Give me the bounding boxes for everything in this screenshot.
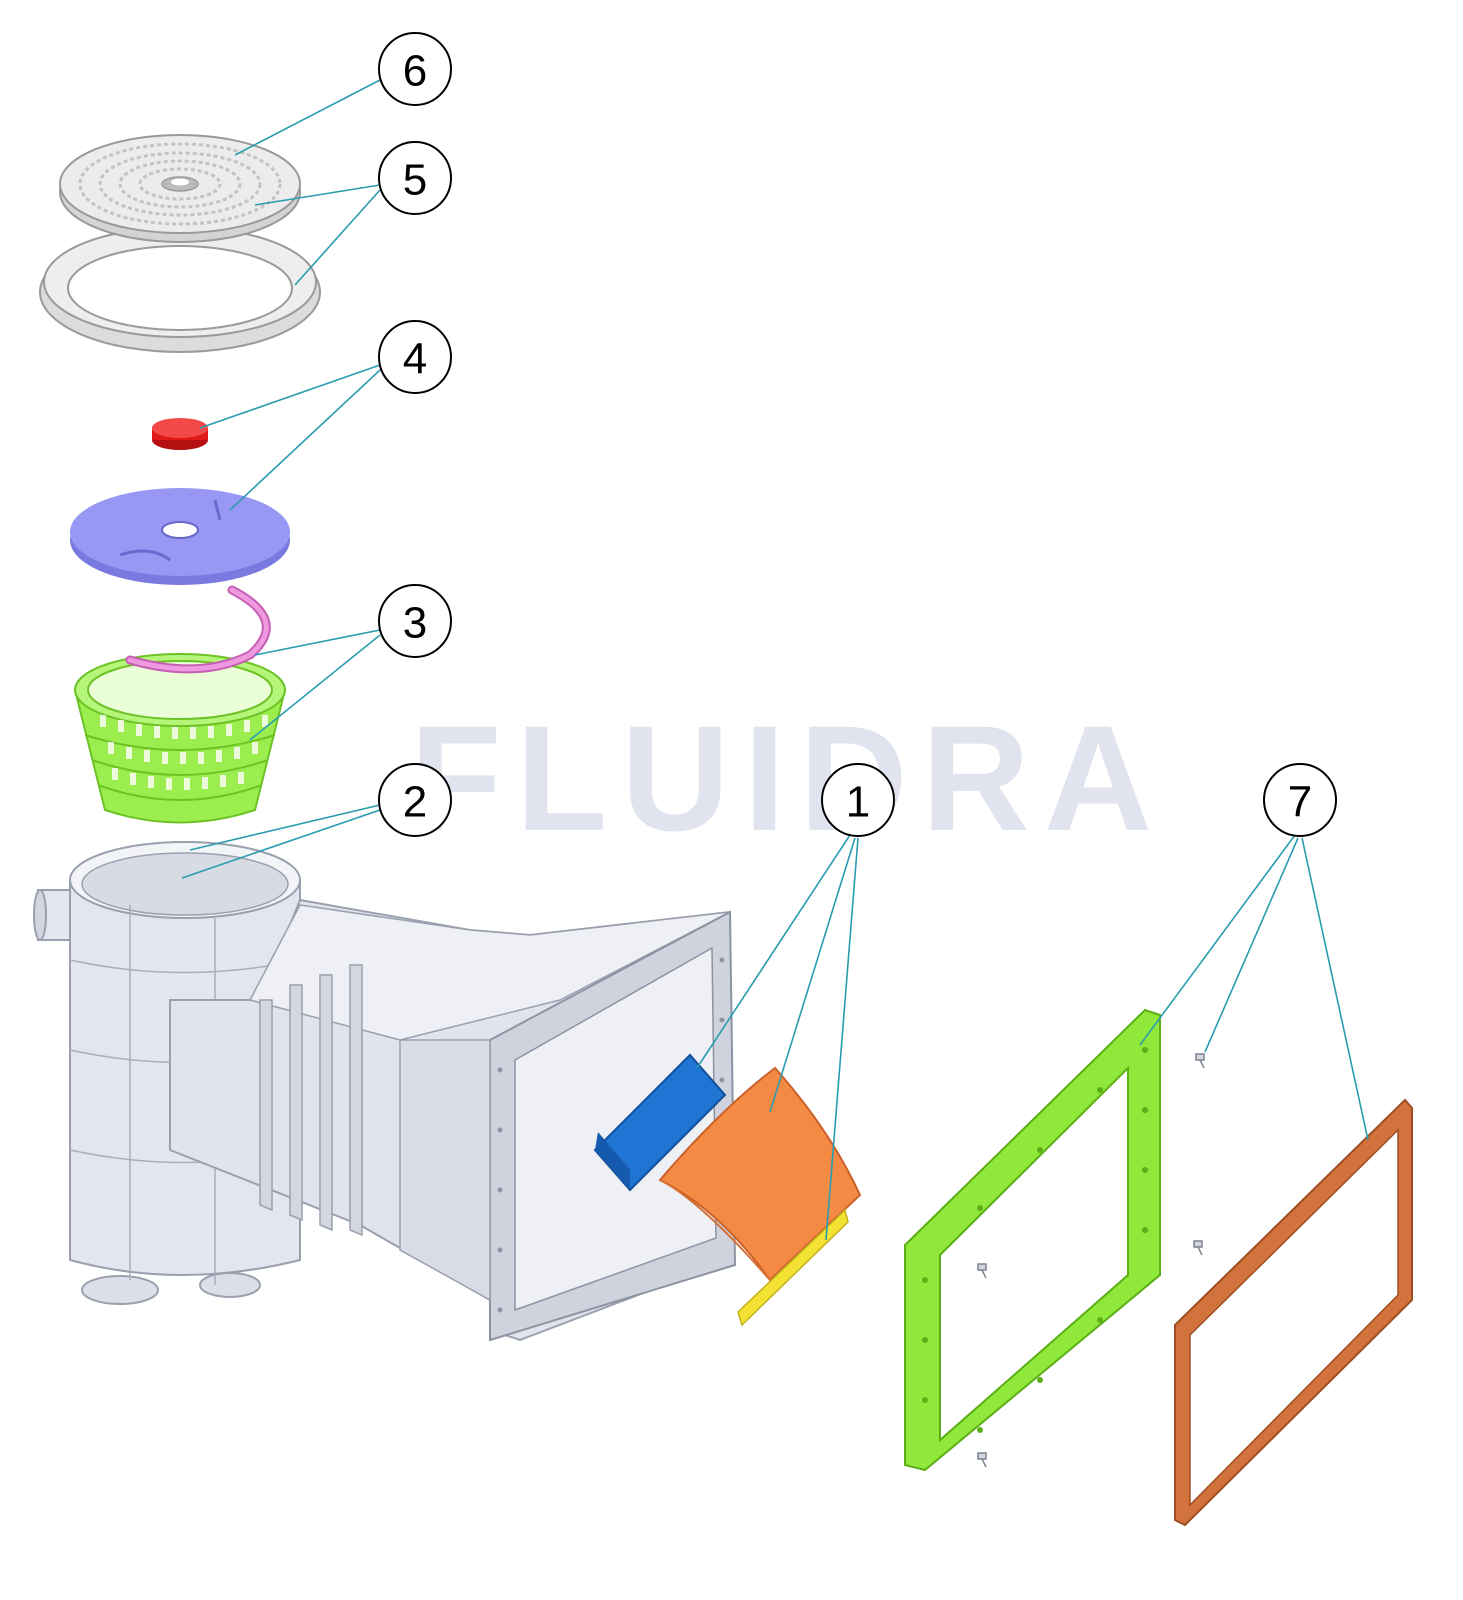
screws — [977, 1053, 1205, 1468]
callout-7: 7 — [1263, 763, 1337, 837]
callout-4: 4 — [378, 320, 452, 394]
svg-text:4: 4 — [403, 335, 427, 384]
svg-text:2: 2 — [403, 778, 427, 827]
float-valve-assembly — [70, 418, 290, 585]
skimmer-lid-assembly — [39, 134, 321, 353]
callout-1: 1 — [821, 763, 895, 837]
leader-lines — [181, 79, 1369, 1241]
skimmer-body — [33, 841, 737, 1342]
callout-5: 5 — [378, 141, 452, 215]
faceplate-assembly — [904, 1008, 1413, 1527]
basket-assembly — [73, 585, 287, 824]
svg-text:5: 5 — [403, 156, 427, 205]
weir-assembly — [593, 1053, 862, 1327]
callout-2: 2 — [378, 763, 452, 837]
callout-3: 3 — [378, 584, 452, 658]
svg-text:7: 7 — [1288, 778, 1312, 827]
svg-text:6: 6 — [403, 47, 427, 96]
svg-text:1: 1 — [846, 778, 870, 827]
fluidra-watermark: FLUIDRA — [410, 694, 1166, 862]
callout-6: 6 — [378, 32, 452, 106]
svg-text:3: 3 — [403, 599, 427, 648]
